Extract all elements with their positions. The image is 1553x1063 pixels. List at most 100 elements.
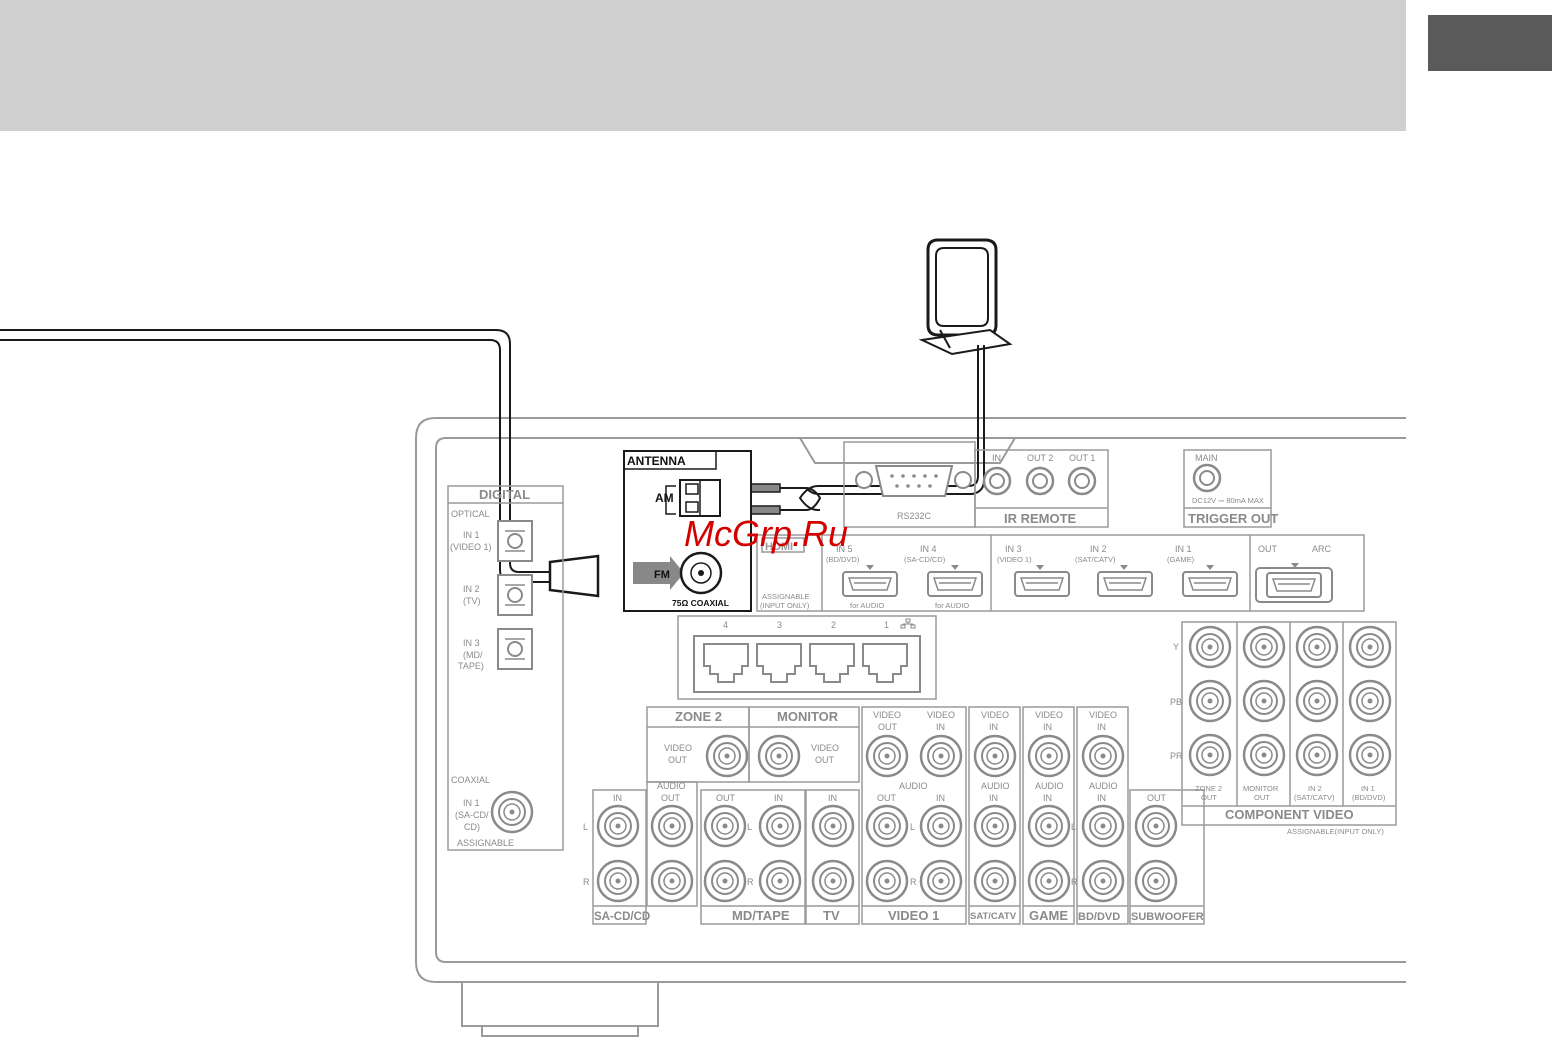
subwoofer-out-1-jack[interactable] — [1134, 804, 1178, 848]
component-monitor-pr-jack[interactable] — [1242, 733, 1286, 777]
subwoofer-title: SUBWOOFER — [1131, 911, 1204, 923]
game-audio-in-l-jack[interactable] — [1027, 804, 1071, 848]
ir-out1-jack[interactable] — [1067, 466, 1097, 496]
ir-in-jack[interactable] — [982, 466, 1012, 496]
bddvd-audio-in-l-jack[interactable] — [1081, 804, 1125, 848]
component-monitor-label: MONITOR — [1243, 784, 1279, 793]
zone2-audio-out-r-jack[interactable] — [650, 859, 694, 903]
video1-video-in-jack[interactable] — [919, 734, 963, 778]
mdtape-out-label: OUT — [716, 793, 736, 803]
bddvd-video-in-jack[interactable] — [1081, 734, 1125, 778]
fm-coaxial-jack[interactable] — [679, 551, 723, 595]
component-zone2-pb-jack[interactable] — [1188, 679, 1232, 723]
hdmi-in3-sub: (VIDEO 1) — [997, 555, 1032, 564]
hdmi-in1-port[interactable] — [1182, 571, 1238, 597]
optical-in3-jack[interactable] — [497, 628, 533, 670]
component-monitor-y-jack[interactable] — [1242, 625, 1286, 669]
hdmi-in3-port[interactable] — [1014, 571, 1070, 597]
satcatv-audio-in-r-jack[interactable] — [973, 859, 1017, 903]
video1-video-out-jack[interactable] — [865, 734, 909, 778]
zone2-video-out-label: OUT — [668, 755, 688, 765]
component-in2-label: IN 2 — [1308, 784, 1322, 793]
hdmi-in4-port[interactable] — [927, 571, 983, 597]
bddvd-r-label: R — [1071, 877, 1078, 887]
video1-video-out-sub: OUT — [878, 722, 898, 732]
lan-port3-label: 3 — [777, 620, 782, 630]
video1-audio-out-r-jack[interactable] — [865, 859, 909, 903]
component-video-title: COMPONENT VIDEO — [1225, 807, 1354, 822]
zone2-audio-out-l-jack[interactable] — [650, 804, 694, 848]
component-monitor-pb-jack[interactable] — [1242, 679, 1286, 723]
video1-audio-out-label: OUT — [877, 793, 897, 803]
satcatv-section: VIDEO IN AUDIO IN SAT/CATV — [968, 706, 1021, 925]
video1-audio-in-l-jack[interactable] — [919, 804, 963, 848]
component-in1-y-jack[interactable] — [1348, 625, 1392, 669]
component-zone2-pr-jack[interactable] — [1188, 733, 1232, 777]
component-zone2-out: OUT — [1201, 793, 1217, 802]
component-in1-pb-jack[interactable] — [1348, 679, 1392, 723]
component-in1-pr-jack[interactable] — [1348, 733, 1392, 777]
component-pr-label: PR — [1170, 751, 1183, 761]
mdtape-out-r-jack[interactable] — [703, 859, 747, 903]
sacd-in-l-jack[interactable] — [596, 804, 640, 848]
bddvd-video-label: VIDEO — [1089, 710, 1117, 720]
mdtape-in-r-jack[interactable] — [758, 859, 802, 903]
game-audio-in-r-jack[interactable] — [1027, 859, 1071, 903]
coaxial-in1-sub: (SA-CD/ — [455, 810, 489, 820]
optical-in1-label: IN 1 — [463, 530, 480, 540]
game-audio-label: AUDIO — [1035, 781, 1064, 791]
zone2-video-out-jack[interactable] — [705, 734, 749, 778]
component-video-section: Y PB PR ZONE 2 OUT MONITOR OUT IN 2 (SAT… — [1170, 621, 1397, 836]
hdmi-in1-sub: (GAME) — [1167, 555, 1195, 564]
monitor-out-label: OUT — [815, 755, 835, 765]
fm-wire-plug — [548, 554, 600, 598]
component-zone2-y-jack[interactable] — [1188, 625, 1232, 669]
hdmi-out-arc-port[interactable] — [1266, 572, 1322, 598]
optical-label: OPTICAL — [451, 509, 490, 519]
optical-in1-jack[interactable] — [497, 520, 533, 562]
bddvd-section: VIDEO IN AUDIO IN L R BD/DVD — [1071, 706, 1129, 925]
rs232c-port[interactable] — [874, 465, 954, 497]
fm-label: FM — [654, 569, 670, 581]
optical-in3-sub2: TAPE) — [458, 661, 484, 671]
hdmi-in2-port[interactable] — [1097, 571, 1153, 597]
game-video-in-jack[interactable] — [1027, 734, 1071, 778]
video1-audio-in-r-jack[interactable] — [919, 859, 963, 903]
component-zone2-label: ZONE 2 — [1195, 784, 1222, 793]
hdmi-in4-for-audio: for AUDIO — [935, 601, 969, 610]
mdtape-in-l-jack[interactable] — [758, 804, 802, 848]
zone2-audio-out: AUDIO OUT — [646, 781, 698, 907]
optical-in3-sub: (MD/ — [463, 650, 483, 660]
satcatv-video-in-jack[interactable] — [973, 734, 1017, 778]
component-pb-label: PB — [1170, 697, 1182, 707]
sacd-l-label: L — [583, 822, 588, 832]
tv-in-l-jack[interactable] — [811, 804, 855, 848]
sacd-section: IN L R SA-CD/CD — [583, 789, 650, 925]
ir-out2-jack[interactable] — [1025, 466, 1055, 496]
mdtape-out-l-jack[interactable] — [703, 804, 747, 848]
coaxial-in1-jack[interactable] — [490, 790, 534, 834]
sacd-in-label: IN — [613, 793, 622, 803]
hdmi-in2-sub: (SAT/CATV) — [1075, 555, 1116, 564]
ir-remote-section: IN OUT 2 OUT 1 IR REMOTE — [974, 449, 1109, 528]
component-in2-pb-jack[interactable] — [1295, 679, 1339, 723]
sacd-in-r-jack[interactable] — [596, 859, 640, 903]
bddvd-audio-in-r-jack[interactable] — [1081, 859, 1125, 903]
component-in2-pr-jack[interactable] — [1295, 733, 1339, 777]
component-in2-y-jack[interactable] — [1295, 625, 1339, 669]
component-y-label: Y — [1173, 642, 1179, 652]
lan-port2-label: 2 — [831, 620, 836, 630]
subwoofer-out-2-jack[interactable] — [1134, 859, 1178, 903]
coaxial-assignable: ASSIGNABLE — [457, 838, 514, 848]
trigger-out-section: MAIN DC12V ⎓ 80mA MAX TRIGGER OUT — [1183, 449, 1278, 528]
ir-in-label: IN — [992, 453, 1001, 463]
digital-title: DIGITAL — [479, 487, 530, 502]
hdmi-in5-sub: (BD/DVD) — [826, 555, 860, 564]
tv-in-r-jack[interactable] — [811, 859, 855, 903]
optical-in2-jack[interactable] — [497, 574, 533, 616]
hdmi-in5-port[interactable] — [842, 571, 898, 597]
monitor-video-out-jack[interactable] — [757, 734, 801, 778]
video1-audio-out-l-jack[interactable] — [865, 804, 909, 848]
satcatv-audio-in-l-jack[interactable] — [973, 804, 1017, 848]
trigger-main-jack[interactable] — [1192, 463, 1222, 493]
